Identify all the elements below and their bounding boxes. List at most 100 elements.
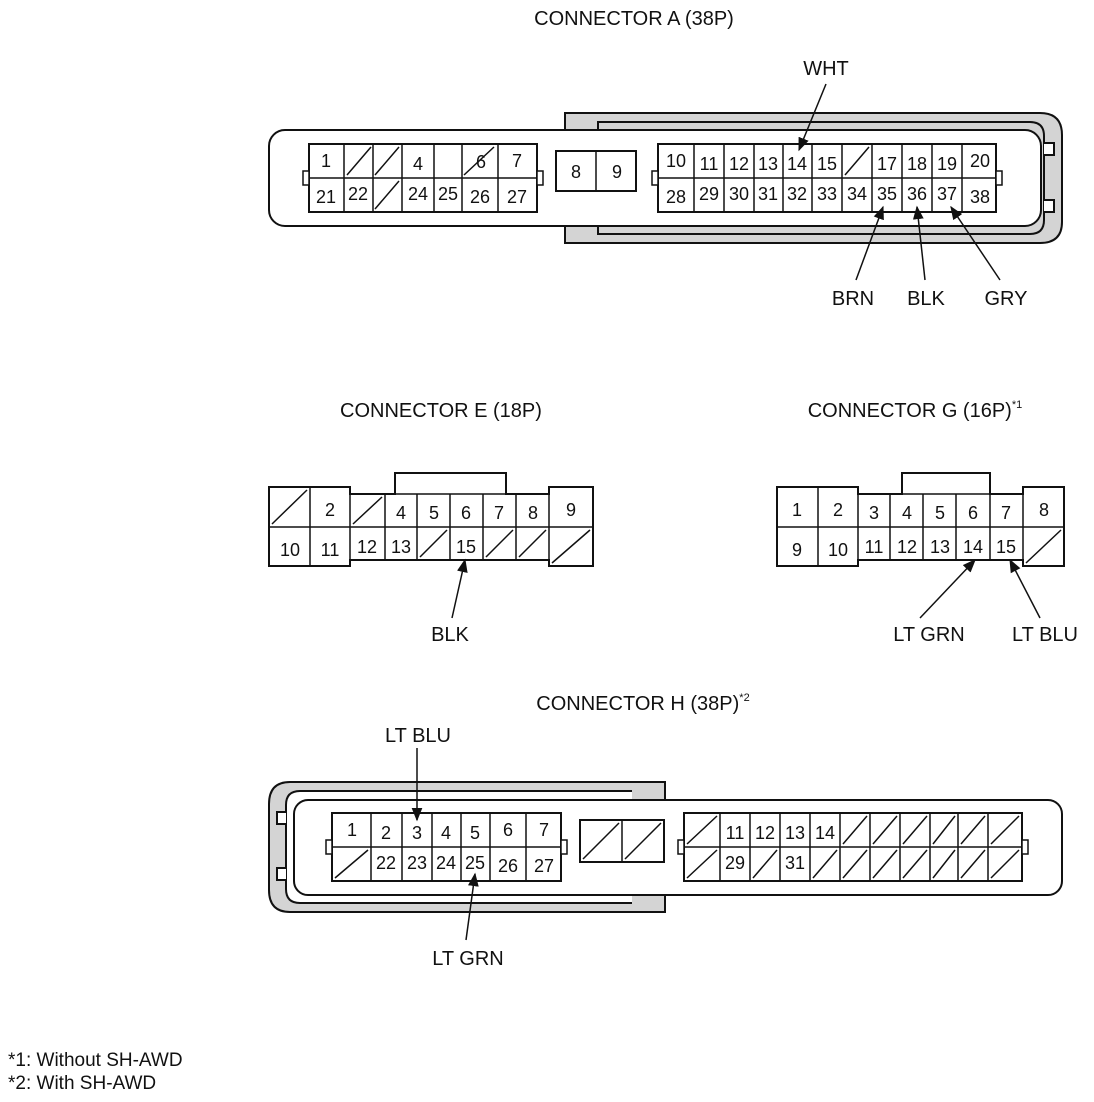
callout-arrow-a-blk [912, 205, 926, 281]
pin-h-12: 12 [755, 823, 775, 843]
callout-arrow-a-gry [950, 205, 1001, 281]
pin-g-8: 8 [1039, 500, 1049, 520]
pin-h-22: 22 [376, 853, 396, 873]
connector-h: CONNECTOR H (38P)*2 1 2 3 4 5 6 7 22 23 … [268, 692, 1063, 970]
connector-g-outline [776, 472, 1065, 567]
pin-g-2: 2 [833, 500, 843, 520]
pin-h-1: 1 [347, 820, 357, 840]
wire-label-g-lt-grn: LT GRN [893, 624, 965, 646]
pin-e-5: 5 [429, 503, 439, 523]
callout-arrow-a-brn [855, 205, 884, 281]
pin-h-26: 26 [498, 856, 518, 876]
pin-g-14: 14 [963, 537, 983, 557]
pin-a-24: 24 [408, 184, 428, 204]
pin-a-37: 37 [937, 184, 957, 204]
connector-h-title-text: CONNECTOR H (38P) [536, 693, 739, 715]
pin-g-13: 13 [930, 537, 950, 557]
pin-g-9: 9 [792, 540, 802, 560]
wire-label-h-lt-grn: LT GRN [432, 948, 504, 970]
callout-arrow-a-wht [798, 83, 827, 152]
footnote-2: *2: With SH-AWD [8, 1073, 157, 1094]
connector-a-title: CONNECTOR A (38P) [534, 8, 734, 30]
pin-a-36: 36 [907, 184, 927, 204]
pin-a-1: 1 [321, 151, 331, 171]
wire-label-e-blk: BLK [431, 624, 469, 646]
callout-arrow-g-lt-blu [1009, 558, 1041, 619]
callout-arrow-e-blk [451, 558, 468, 619]
pin-a-28: 28 [666, 187, 686, 207]
connector-g: CONNECTOR G (16P)*1 1 2 3 4 5 6 7 8 9 10… [776, 399, 1078, 646]
pin-a-30: 30 [729, 184, 749, 204]
pin-g-10: 10 [828, 540, 848, 560]
pin-e-8: 8 [528, 503, 538, 523]
pin-a-27: 27 [507, 187, 527, 207]
pin-g-4: 4 [902, 503, 912, 523]
pin-a-25: 25 [438, 184, 458, 204]
pin-h-6: 6 [503, 820, 513, 840]
pin-a-11: 11 [700, 154, 719, 174]
wire-label-a-brn: BRN [832, 288, 874, 310]
pin-h-31: 31 [785, 853, 805, 873]
pin-h-4: 4 [441, 823, 451, 843]
pin-e-7: 7 [494, 503, 504, 523]
pin-e-2: 2 [325, 500, 335, 520]
pin-a-22: 22 [348, 184, 368, 204]
pin-a-19: 19 [937, 154, 957, 174]
connector-h-title: CONNECTOR H (38P)*2 [536, 692, 749, 715]
pin-h-2: 2 [381, 823, 391, 843]
pin-a-6: 6 [476, 152, 486, 172]
pin-a-12: 12 [729, 154, 749, 174]
pin-e-10: 10 [280, 540, 300, 560]
pin-e-13: 13 [391, 537, 411, 557]
pin-a-10: 10 [666, 151, 686, 171]
callout-arrow-g-lt-grn [919, 559, 976, 619]
pin-g-5: 5 [935, 503, 945, 523]
pin-e-4: 4 [396, 503, 406, 523]
connector-g-title-mark: *1 [1012, 399, 1022, 411]
pin-e-12: 12 [357, 537, 377, 557]
connector-e: CONNECTOR E (18P) 2 4 5 6 7 8 9 10 11 12… [268, 400, 594, 646]
pin-a-15: 15 [817, 154, 837, 174]
pin-g-1: 1 [792, 500, 802, 520]
pin-a-26: 26 [470, 187, 490, 207]
pin-a-35: 35 [877, 184, 897, 204]
footnote-1: *1: Without SH-AWD [8, 1050, 183, 1071]
pin-a-31: 31 [758, 184, 778, 204]
pin-a-18: 18 [907, 154, 927, 174]
pin-g-11: 11 [865, 537, 884, 557]
pin-g-12: 12 [897, 537, 917, 557]
pin-e-15: 15 [456, 537, 476, 557]
pin-e-11: 11 [321, 540, 340, 560]
pin-a-32: 32 [787, 184, 807, 204]
pin-h-29: 29 [725, 853, 745, 873]
pin-h-5: 5 [470, 823, 480, 843]
connector-g-title: CONNECTOR G (16P)*1 [808, 399, 1023, 422]
pin-a-34: 34 [847, 184, 867, 204]
wire-label-a-blk: BLK [907, 288, 945, 310]
pin-h-11: 11 [726, 823, 745, 843]
callout-arrow-h-lt-grn [465, 872, 479, 941]
pin-e-6: 6 [461, 503, 471, 523]
pin-a-21: 21 [316, 187, 336, 207]
pin-h-24: 24 [436, 853, 456, 873]
wire-label-a-wht: WHT [803, 58, 849, 80]
pin-h-14: 14 [815, 823, 835, 843]
pin-a-8: 8 [571, 162, 581, 182]
pin-g-15: 15 [996, 537, 1016, 557]
connector-g-title-text: CONNECTOR G (16P) [808, 400, 1012, 422]
wire-label-g-lt-blu: LT BLU [1012, 624, 1078, 646]
wire-label-h-lt-blu: LT BLU [385, 725, 451, 747]
wire-label-a-gry: GRY [985, 288, 1028, 310]
pin-h-13: 13 [785, 823, 805, 843]
connector-a: CONNECTOR A (38P) 1 4 6 7 21 22 24 25 26… [268, 8, 1063, 310]
pin-a-14: 14 [787, 154, 807, 174]
pin-g-3: 3 [869, 503, 879, 523]
pin-h-27: 27 [534, 856, 554, 876]
pin-h-3: 3 [412, 823, 422, 843]
pin-h-23: 23 [407, 853, 427, 873]
pin-a-4: 4 [413, 154, 423, 174]
pin-e-9: 9 [566, 500, 576, 520]
pin-a-17: 17 [877, 154, 897, 174]
pin-a-9: 9 [612, 162, 622, 182]
